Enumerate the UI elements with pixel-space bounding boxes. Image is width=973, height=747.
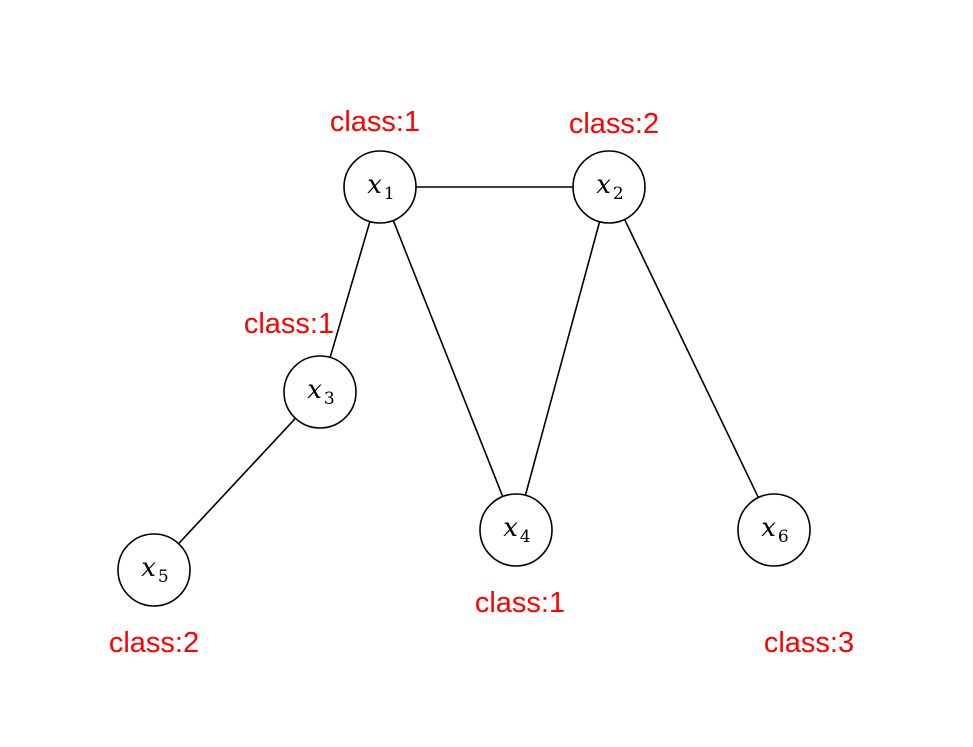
node-circle — [572, 150, 646, 224]
node-circle — [117, 533, 191, 607]
node-circle — [283, 355, 357, 429]
class-labels-layer: class:1 class:2 class:1 class:1 class:2 class… — [109, 106, 854, 659]
class-label-x2: class:2 — [569, 108, 659, 140]
node-variable: x — [367, 170, 382, 200]
class-label-x4: class:1 — [475, 587, 565, 619]
edge-x2-x4 — [524, 221, 601, 496]
edge-x3-x5 — [177, 417, 297, 545]
edge-x2-x6 — [623, 219, 760, 498]
node-circle — [479, 493, 553, 567]
edge-x1-x4 — [392, 220, 504, 497]
node-circle — [343, 150, 417, 224]
node-circle — [737, 493, 811, 567]
edges-layer — [177, 186, 760, 545]
class-label-x6: class:3 — [764, 627, 854, 659]
node-subscript: 6 — [778, 527, 789, 547]
edge-x1-x3 — [329, 221, 371, 358]
node-subscript: 2 — [613, 184, 624, 204]
node-subscript: 5 — [158, 567, 169, 587]
node-subscript: 3 — [324, 389, 335, 409]
class-label-x1: class:1 — [330, 106, 420, 138]
node-subscript: 4 — [520, 527, 531, 547]
node-variable: x — [596, 170, 611, 200]
node-variable: x — [761, 513, 776, 543]
node-variable: x — [141, 553, 156, 583]
node-variable: x — [503, 513, 518, 543]
class-label-x3: class:1 — [244, 308, 334, 340]
node-variable: x — [307, 375, 322, 405]
node-subscript: 1 — [384, 184, 395, 204]
class-label-x5: class:2 — [109, 627, 199, 659]
